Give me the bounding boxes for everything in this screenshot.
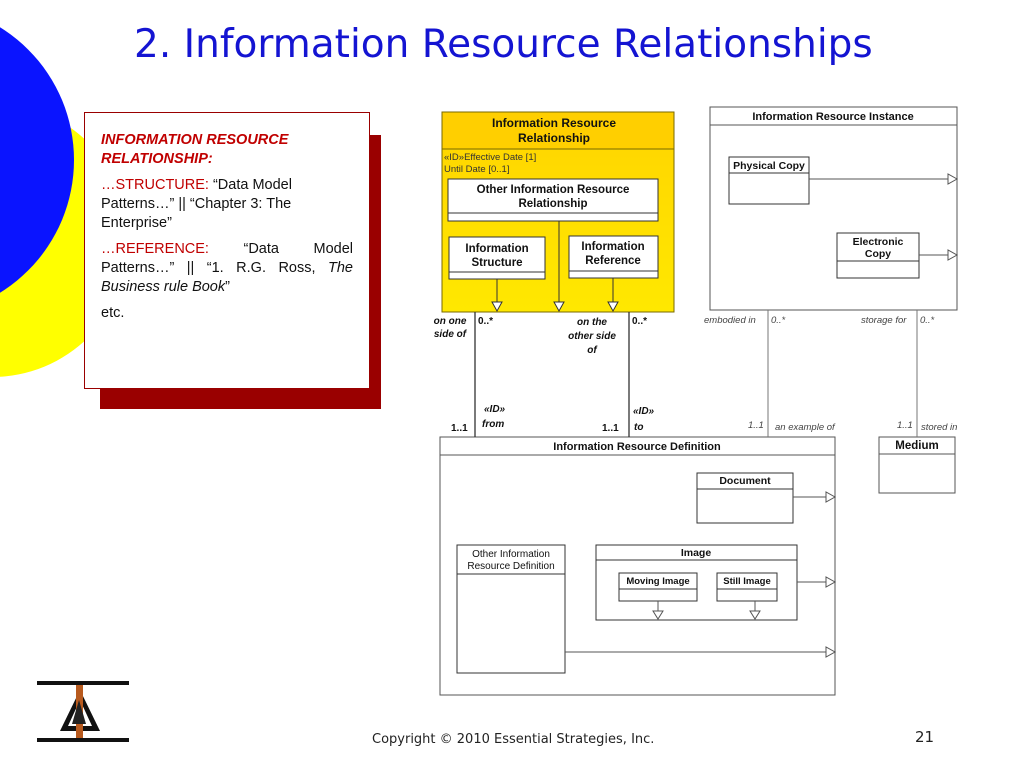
mult-storage: 0..* [920, 315, 935, 326]
relationship-inheritance-arrows [491, 221, 619, 313]
card-etc: etc. [101, 305, 125, 321]
relationship-attr-1: «ID»Effective Date [1] [444, 152, 536, 163]
reference-key: …REFERENCE: [101, 241, 209, 257]
structure-text: “Data Model Patterns…” || “Chapter 3: Th… [101, 177, 292, 231]
mult-stored: 1..1 [897, 420, 913, 431]
structure-key: …STRUCTURE: [101, 177, 209, 193]
physical-copy-box [728, 156, 810, 205]
instance-title: Information Resource Instance [752, 111, 913, 123]
other-relationship-1: Other Information Resource [477, 184, 630, 196]
reference-book: The Business rule Book [101, 260, 353, 295]
instance-inheritance-arrows [809, 173, 959, 261]
definition-title: Information Resource Definition [553, 441, 721, 453]
electronic-copy-box [836, 232, 920, 279]
id-mid: «ID» [633, 406, 655, 417]
moving-image-label: Moving Image [626, 576, 689, 587]
mult-left-top: 0..* [478, 316, 493, 327]
on-other-1: on the [577, 317, 607, 328]
company-logo [37, 681, 129, 742]
slide-title: 2. Information Resource Relationships [134, 22, 873, 67]
info-structure-2: Structure [471, 257, 522, 269]
on-one-side-1: on one [434, 316, 467, 327]
relationship-title-2: Relationship [518, 131, 590, 145]
on-other-3: of [587, 345, 598, 356]
mult-mid-bottom: 1..1 [602, 423, 619, 434]
mult-mid-top: 0..* [632, 316, 647, 327]
to-label: to [634, 422, 643, 433]
still-image-label: Still Image [723, 576, 771, 587]
mult-example: 1..1 [748, 420, 764, 431]
definition-inheritance-arrows [565, 491, 837, 658]
reference-card: INFORMATION RESOURCE RELATIONSHIP: …STRU… [84, 112, 370, 389]
info-reference-1: Information [581, 241, 644, 253]
physical-copy-label: Physical Copy [733, 160, 805, 172]
image-label: Image [681, 547, 712, 559]
blue-circle [0, 27, 74, 293]
reference-end: ” [225, 279, 230, 295]
from-label: from [482, 419, 504, 430]
definition-entity: Information Resource Definition Document… [439, 436, 837, 696]
other-definition-2: Resource Definition [467, 561, 554, 572]
other-definition-box [456, 544, 566, 674]
document-box [696, 472, 794, 524]
mult-left-bottom: 1..1 [451, 423, 468, 434]
card-heading: INFORMATION RESOURCE RELATIONSHIP: [101, 131, 353, 169]
card-heading-text: INFORMATION RESOURCE RELATIONSHIP: [101, 132, 289, 167]
embodied-in: embodied in [704, 315, 756, 326]
other-relationship-box [447, 178, 659, 222]
info-reference-2: Reference [585, 255, 641, 267]
info-structure-1: Information [465, 243, 528, 255]
medium-title: Medium [895, 440, 938, 452]
card-structure: …STRUCTURE: “Data Model Patterns…” || “C… [101, 176, 353, 233]
stored-in: stored in [921, 422, 957, 433]
relationship-attr-2: Until Date [0..1] [444, 164, 509, 175]
electronic-copy-1: Electronic [853, 236, 904, 248]
instance-entity: Information Resource Instance Physical C… [709, 106, 959, 311]
medium-entity: Medium [878, 436, 956, 494]
mult-embodied: 0..* [771, 315, 786, 326]
on-one-side-2: side of [434, 329, 468, 340]
storage-for: storage for [861, 315, 907, 326]
page-number: 21 [915, 728, 935, 746]
other-definition-1: Other Information [472, 549, 550, 560]
copyright: Copyright © 2010 Essential Strategies, I… [372, 732, 655, 747]
on-other-2: other side [568, 331, 616, 342]
document-label: Document [719, 475, 771, 487]
relationship-entity: Information Resource Relationship «ID»Ef… [441, 111, 675, 313]
other-relationship-2: Relationship [518, 198, 587, 210]
role-labels: on one side of 0..* on the other side of… [434, 316, 655, 434]
card-reference: …REFERENCE: “Data Model Patterns…” || “1… [101, 240, 353, 297]
still-image-box [716, 572, 778, 602]
electronic-copy-2: Copy [865, 248, 891, 260]
association-lines [474, 310, 918, 437]
an-example-of: an example of [775, 422, 836, 433]
instance-role-labels: embodied in 0..* storage for 0..* 1..1 a… [704, 315, 957, 433]
reference-text: “Data Model Patterns…” || “1. R.G. Ross, [101, 241, 353, 276]
relationship-title-1: Information Resource [492, 116, 616, 130]
id-left: «ID» [484, 404, 506, 415]
